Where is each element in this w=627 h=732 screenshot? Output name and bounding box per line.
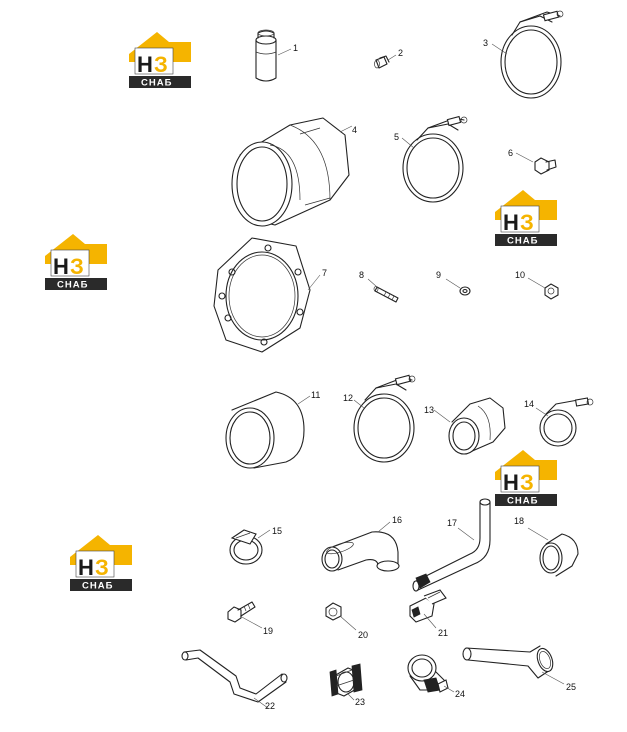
part-19-bolt bbox=[227, 601, 263, 629]
part-10-nut bbox=[527, 277, 559, 300]
callout-13: 13 bbox=[424, 405, 434, 415]
callout-19: 19 bbox=[263, 626, 273, 636]
logo: Н З СНАБ bbox=[70, 535, 132, 592]
callout-15: 15 bbox=[272, 526, 282, 536]
logo: Н З СНАБ bbox=[495, 450, 557, 507]
part-17-tube bbox=[412, 498, 491, 592]
part-14-clamp bbox=[535, 397, 594, 447]
callout-8: 8 bbox=[359, 270, 364, 280]
callout-2: 2 bbox=[398, 48, 403, 58]
part-9-washer bbox=[445, 278, 471, 296]
part-5-clamp bbox=[401, 115, 468, 203]
svg-text:СНАБ: СНАБ bbox=[507, 236, 538, 247]
part-15-clamp bbox=[229, 529, 271, 565]
callout-20: 20 bbox=[358, 630, 368, 640]
callout-labels: 1 2 3 4 5 6 7 8 9 10 11 12 13 14 15 16 1… bbox=[263, 38, 576, 711]
svg-text:СНАБ: СНАБ bbox=[507, 496, 538, 507]
svg-text:З: З bbox=[520, 470, 534, 495]
logo: Н З СНАБ bbox=[45, 234, 107, 291]
svg-text:Н: Н bbox=[503, 470, 519, 495]
callout-16: 16 bbox=[392, 515, 402, 525]
callout-7: 7 bbox=[322, 268, 327, 278]
callout-10: 10 bbox=[515, 270, 525, 280]
svg-text:З: З bbox=[70, 254, 84, 279]
part-20-nut bbox=[325, 602, 357, 631]
callout-14: 14 bbox=[524, 399, 534, 409]
callout-23: 23 bbox=[355, 697, 365, 707]
svg-text:Н: Н bbox=[53, 254, 69, 279]
logo: Н З СНАБ bbox=[495, 190, 557, 247]
callout-5: 5 bbox=[394, 132, 399, 142]
svg-text:Н: Н bbox=[503, 210, 519, 235]
part-3-clamp bbox=[491, 10, 564, 99]
svg-text:Н: Н bbox=[137, 52, 153, 77]
part-1-cap bbox=[255, 29, 292, 82]
callout-17: 17 bbox=[447, 518, 457, 528]
svg-text:СНАБ: СНАБ bbox=[141, 78, 172, 89]
part-8-stud bbox=[367, 278, 399, 303]
part-12-clamp bbox=[353, 374, 416, 463]
callout-11: 11 bbox=[311, 390, 320, 400]
svg-text:З: З bbox=[154, 52, 168, 77]
svg-text:СНАБ: СНАБ bbox=[57, 280, 88, 291]
callout-4: 4 bbox=[352, 125, 357, 135]
callout-6: 6 bbox=[508, 148, 513, 158]
part-18-hose bbox=[527, 527, 579, 577]
part-23-clamp bbox=[329, 663, 363, 701]
part-13-hose bbox=[433, 397, 506, 455]
part-21-sensor bbox=[409, 589, 447, 629]
callout-22: 22 bbox=[265, 701, 275, 711]
callout-3: 3 bbox=[483, 38, 488, 48]
part-4-hose bbox=[231, 117, 353, 227]
part-2-fitting bbox=[374, 54, 397, 69]
callout-24: 24 bbox=[455, 689, 465, 699]
callout-1: 1 bbox=[293, 43, 298, 53]
svg-text:Н: Н bbox=[78, 555, 94, 580]
part-16-elbow bbox=[321, 521, 400, 572]
part-6-bolt bbox=[515, 152, 557, 175]
part-7-gasket bbox=[213, 237, 321, 353]
callout-25: 25 bbox=[566, 682, 576, 692]
part-11-sleeve bbox=[225, 391, 311, 469]
callout-21: 21 bbox=[438, 628, 448, 638]
callout-18: 18 bbox=[514, 516, 524, 526]
callout-9: 9 bbox=[436, 270, 441, 280]
part-22-pipe bbox=[181, 649, 288, 709]
svg-text:З: З bbox=[95, 555, 109, 580]
svg-text:СНАБ: СНАБ bbox=[82, 581, 113, 592]
part-25-hose bbox=[462, 645, 565, 685]
part-24-housing bbox=[407, 654, 455, 693]
callout-12: 12 bbox=[343, 393, 353, 403]
logo: Н З СНАБ bbox=[129, 32, 191, 89]
svg-text:З: З bbox=[520, 210, 534, 235]
